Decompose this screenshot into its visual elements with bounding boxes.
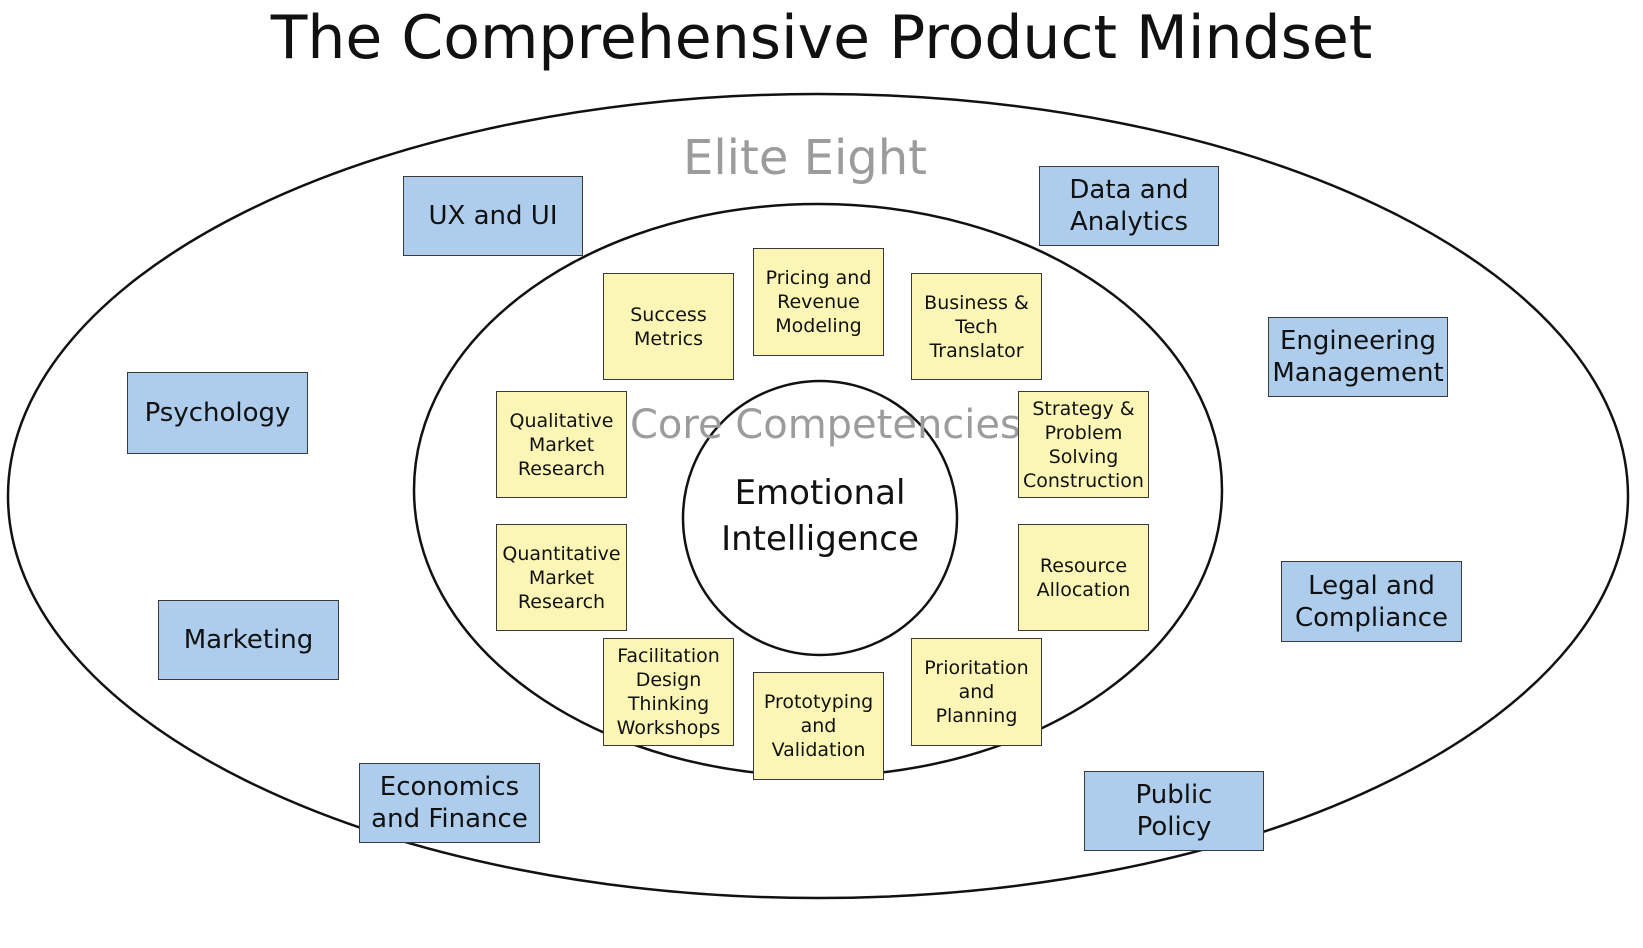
marketing-box: Marketing [158,600,339,680]
box-label: Strategy & Problem Solving Construction [1023,397,1144,492]
prioritation-and-planning-box: Prioritation and Planning [911,638,1042,746]
box-label: Quantitative Market Research [502,542,621,613]
box-label: Legal and Compliance [1294,570,1449,633]
prototyping-and-validation-box: Prototyping and Validation [753,672,884,780]
qualitative-market-research-box: Qualitative Market Research [496,391,627,498]
emotional-intelligence-label: Emotional Intelligence [721,473,919,559]
resource-allocation-box: Resource Allocation [1018,524,1149,631]
ux-and-ui-box: UX and UI [403,176,583,256]
box-label: Prototyping and Validation [763,691,874,761]
box-label: Qualitative Market Research [509,409,614,480]
box-label: Engineering Management [1272,326,1444,388]
box-label: Public Policy [1135,780,1213,842]
psychology-box: Psychology [127,372,308,454]
box-label: Facilitation Design Thinking Workshops [616,645,721,739]
box-label: Success Metrics [630,303,707,350]
center-circle [681,379,959,657]
elite-eight-label: Elite Eight [683,130,927,186]
economics-and-finance-box: Economics and Finance [359,763,540,843]
legal-and-compliance-box: Legal and Compliance [1281,561,1462,642]
box-label: Resource Allocation [1036,554,1131,601]
box-label: Psychology [144,398,291,428]
pricing-and-revenue-modeling-box: Pricing and Revenue Modeling [753,248,884,356]
success-metrics-box: Success Metrics [603,273,734,380]
outer-ring-ellipse [6,92,1630,900]
business-tech-translator-box: Business & Tech Translator [911,273,1042,380]
box-label: UX and UI [428,201,558,231]
quantitative-market-research-box: Quantitative Market Research [496,524,627,631]
box-label: Prioritation and Planning [924,657,1029,727]
box-label: Economics and Finance [371,772,528,834]
data-and-analytics-box: Data and Analytics [1039,166,1219,246]
strategy-problem-solving-box: Strategy & Problem Solving Construction [1018,391,1149,498]
diagram-title: The Comprehensive Product Mindset [270,3,1373,73]
facilitation-design-thinking-workshops-box: Facilitation Design Thinking Workshops [603,638,734,746]
public-policy-box: Public Policy [1084,771,1264,851]
box-label: Marketing [183,625,314,655]
engineering-management-box: Engineering Management [1268,317,1448,397]
box-label: Business & Tech Translator [924,291,1029,362]
box-label: Pricing and Revenue Modeling [765,267,872,337]
box-label: Data and Analytics [1069,175,1189,237]
core-competencies-label: Core Competencies [630,402,1021,448]
